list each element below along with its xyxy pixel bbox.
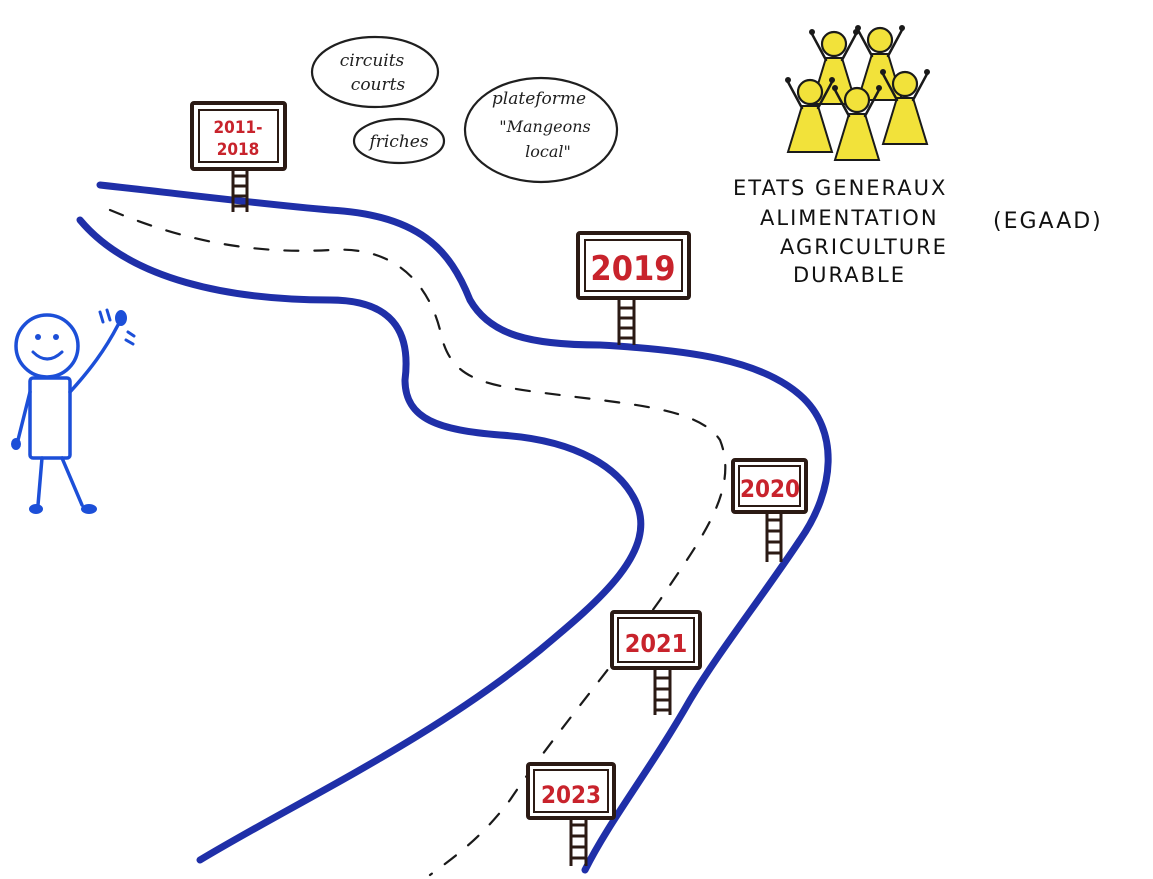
wave-mark-icon: [100, 312, 103, 322]
egaad-line4: DURABLE: [793, 263, 906, 287]
bubble-line2: "Mangeons: [499, 117, 590, 136]
sign-2019: 2019: [578, 233, 689, 345]
bubble-line1: circuits: [340, 51, 405, 71]
cheering-person-icon: [880, 69, 930, 144]
cheering-person-hand: [899, 25, 905, 31]
waving-stick-figure-icon: [11, 310, 134, 514]
group-of-people-cheering-icon: [785, 25, 930, 160]
cheering-person-body: [835, 114, 879, 160]
egaad-line1: ETATS GENERAUX: [733, 176, 947, 200]
sign-label-line2: 2018: [217, 140, 260, 160]
bubble-circuits-courts: circuits courts: [312, 37, 438, 107]
cheering-person-hand: [880, 69, 886, 75]
egaad-label: ETATS GENERAUX ALIMENTATION AGRICULTURE …: [733, 176, 1103, 287]
wave-mark-icon: [126, 340, 133, 344]
person-eye: [53, 334, 59, 340]
cheering-person-hand: [785, 77, 791, 83]
bubble-outline: [312, 37, 438, 107]
person-leg: [62, 458, 82, 505]
road: [80, 185, 828, 875]
sign-label: 2020: [740, 475, 800, 503]
cheering-person-head: [822, 32, 846, 56]
bubble-line1: plateforme: [492, 89, 586, 109]
cheering-person-hand: [855, 25, 861, 31]
bubble-friches: friches: [354, 119, 444, 163]
sign-2023: 2023: [528, 764, 614, 866]
cheering-person-icon: [832, 85, 882, 160]
sign-label: 2023: [541, 781, 601, 809]
bubble-line3: local": [525, 142, 571, 161]
person-hand: [11, 438, 21, 450]
sign-post: [767, 510, 781, 562]
cheering-person-head: [845, 88, 869, 112]
sign-label: 2021: [625, 629, 688, 658]
sign-post: [655, 668, 670, 715]
person-foot: [81, 504, 97, 514]
cheering-person-hand: [924, 69, 930, 75]
bubble-line2: courts: [351, 75, 406, 95]
person-smile: [33, 352, 62, 359]
cheering-person-head: [798, 80, 822, 104]
bubble-line1: friches: [367, 132, 428, 152]
cheering-person-body: [883, 98, 927, 144]
sign-post: [619, 298, 634, 345]
cheering-person-hand: [809, 29, 815, 35]
sign-label-line1: 2011-: [214, 118, 263, 138]
wave-mark-icon: [107, 310, 110, 320]
sign-post: [571, 815, 586, 866]
wave-mark-icon: [128, 332, 134, 336]
cheering-person-hand: [876, 85, 882, 91]
cheering-person-body: [788, 106, 832, 152]
person-eye: [35, 334, 41, 340]
cheering-person-head: [893, 72, 917, 96]
person-foot: [29, 504, 43, 514]
person-leg: [38, 458, 42, 505]
sign-post: [233, 168, 247, 212]
egaad-line3: AGRICULTURE: [780, 235, 948, 259]
person-hand: [115, 310, 127, 326]
cheering-person-hand: [829, 77, 835, 83]
person-body: [30, 378, 70, 458]
cheering-person-icon: [785, 77, 835, 152]
cheering-person-hand: [832, 85, 838, 91]
cheering-person-head: [868, 28, 892, 52]
egaad-acronym: (EGAAD): [993, 209, 1103, 234]
person-arm: [18, 392, 30, 440]
egaad-line2: ALIMENTATION: [760, 206, 939, 230]
person-head: [16, 315, 78, 377]
bubble-plateforme: plateforme "Mangeons local": [465, 78, 617, 182]
sign-label: 2019: [590, 249, 675, 289]
